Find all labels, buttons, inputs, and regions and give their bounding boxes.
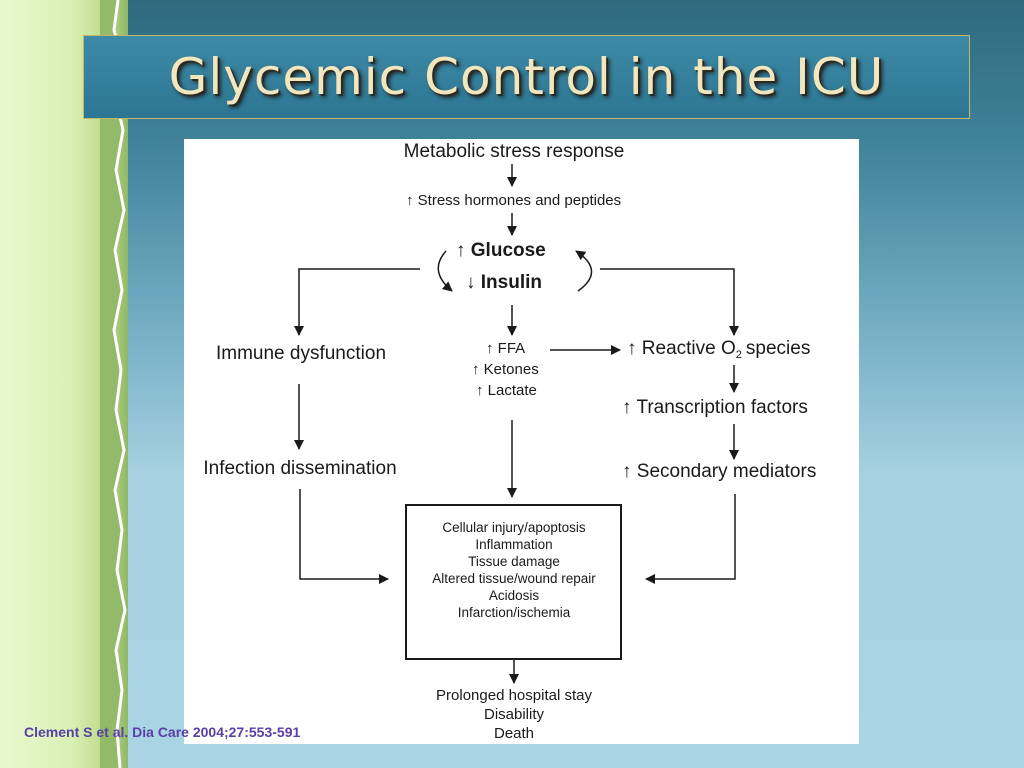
- decrease-symbol: ↓: [466, 272, 476, 293]
- increase-symbol: ↑: [622, 461, 632, 482]
- increase-symbol: ↑: [476, 382, 484, 399]
- feedback-arrow-right: [575, 250, 593, 292]
- node-infection-dissemination: Infection dissemination: [203, 458, 396, 479]
- increase-symbol: ↑: [456, 240, 466, 261]
- feedback-arrow-left: [437, 250, 453, 292]
- outcome-line: Tissue damage: [468, 554, 560, 569]
- outcome-line: Acidosis: [489, 588, 540, 603]
- node-lactate: ↑ Lactate: [476, 382, 537, 399]
- node-immune-dysfunction: Immune dysfunction: [216, 343, 386, 364]
- citation: Clement S et al. Dia Care 2004;27:553-59…: [24, 724, 301, 740]
- node-transcription-factors: ↑ Transcription factors: [622, 397, 808, 418]
- slide-title: Glycemic Control in the ICU: [168, 48, 885, 106]
- pathway-diagram: Metabolic stress response ↑ Stress hormo…: [203, 141, 816, 742]
- node-glucose: ↑ Glucose: [456, 240, 546, 261]
- diagram-figure: Metabolic stress response ↑ Stress hormo…: [184, 139, 859, 744]
- increase-symbol: ↑: [486, 340, 494, 357]
- arrow-to-immune-dysfunction: [294, 268, 420, 336]
- node-stress-hormones: ↑ Stress hormones and peptides: [406, 192, 621, 209]
- final-outcome: Disability: [484, 706, 545, 723]
- arrow-mediators-to-outcomes: [645, 494, 736, 584]
- increase-symbol: ↑: [627, 338, 637, 359]
- increase-symbol: ↑: [622, 397, 632, 418]
- title-banner: Glycemic Control in the ICU: [83, 35, 970, 119]
- outcome-line: Inflammation: [475, 537, 552, 552]
- node-ffa: ↑ FFA: [486, 340, 525, 357]
- outcome-line: Infarction/ischemia: [458, 605, 571, 620]
- increase-symbol: ↑: [406, 192, 414, 209]
- node-secondary-mediators: ↑ Secondary mediators: [622, 461, 816, 482]
- arrow-infection-to-outcomes: [299, 489, 389, 584]
- increase-symbol: ↑: [472, 361, 480, 378]
- node-ketones: ↑ Ketones: [472, 361, 539, 378]
- final-outcome: Prolonged hospital stay: [436, 687, 592, 704]
- arrow-to-reactive-o2: [600, 268, 739, 336]
- node-insulin: ↓ Insulin: [466, 272, 542, 293]
- outcome-line: Altered tissue/wound repair: [432, 571, 596, 586]
- node-metabolic-stress: Metabolic stress response: [404, 141, 625, 162]
- outcome-line: Cellular injury/apoptosis: [442, 520, 586, 535]
- final-outcome: Death: [494, 725, 534, 742]
